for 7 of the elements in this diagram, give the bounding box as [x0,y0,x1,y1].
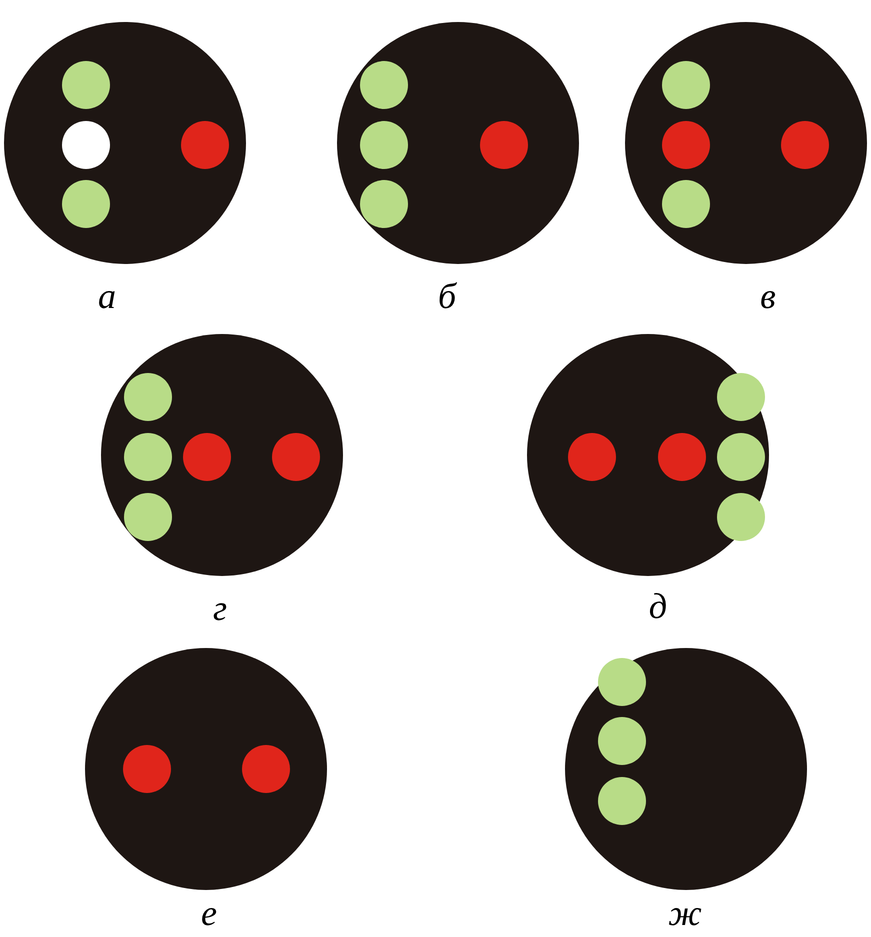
panel-letter: ж [668,893,702,933]
panel-letter: д [648,586,668,626]
panel-letter: е [201,893,217,933]
panel-letter: а [98,276,116,316]
panel-letter: г [212,588,228,628]
panel-letter: б [438,276,456,316]
panel-letter: в [760,276,776,316]
